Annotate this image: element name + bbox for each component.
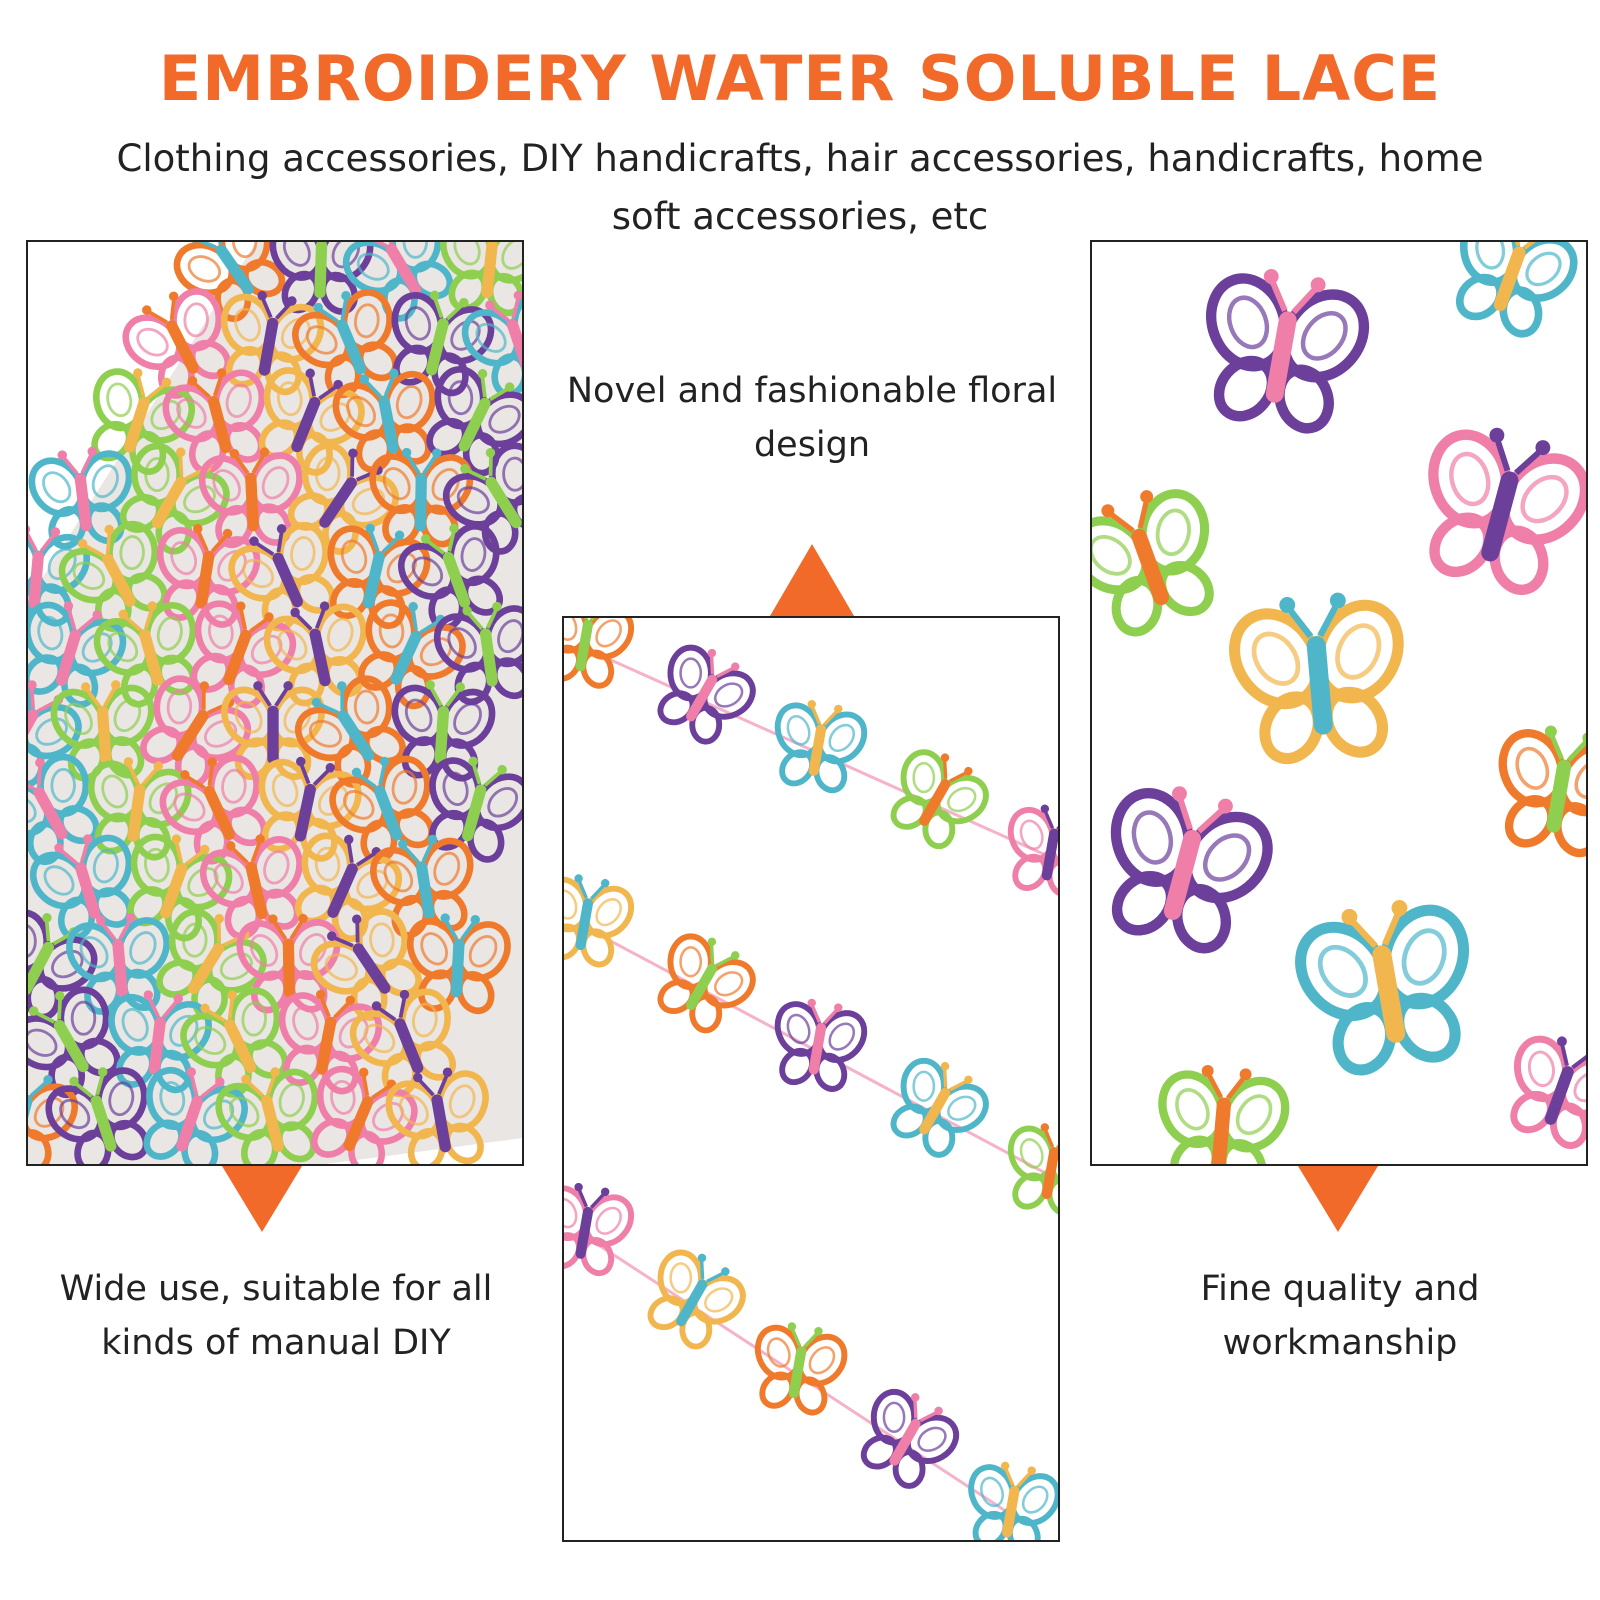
butterfly-icon	[287, 442, 399, 555]
butterfly-icon	[657, 933, 756, 1034]
lace-strips-illustration	[564, 618, 1058, 1540]
butterfly-icon	[310, 908, 422, 1021]
feature-caption-quality: Fine quality and workmanship	[1200, 1269, 1480, 1363]
butterfly-icon	[332, 368, 436, 474]
arrow-up-icon	[770, 544, 854, 616]
butterfly-icon	[58, 520, 168, 633]
butterfly-icon	[890, 1057, 989, 1158]
butterfly-icon	[442, 442, 522, 555]
arrow-down-icon	[222, 1166, 302, 1232]
butterfly-icon	[327, 523, 431, 629]
butterfly-icon	[311, 1065, 418, 1164]
lace-strips-photo	[562, 616, 1060, 1542]
butterfly-icon	[370, 834, 474, 939]
butterfly-icon	[391, 680, 496, 782]
lace-closeup-photo	[1090, 240, 1588, 1166]
arrow-down-icon	[1298, 1166, 1378, 1232]
butterfly-icon	[564, 1182, 635, 1277]
butterfly-icon	[122, 288, 232, 399]
butterfly-icon	[28, 1068, 78, 1164]
lace-roll-illustration	[28, 242, 522, 1164]
butterfly-icon	[1498, 725, 1586, 858]
feature-caption-use: Wide use, suitable for all kinds of manu…	[59, 1269, 493, 1363]
butterfly-icon	[28, 986, 121, 1099]
butterfly-icon	[1228, 592, 1404, 765]
butterfly-icon	[342, 242, 454, 322]
butterfly-icon	[968, 1461, 1058, 1540]
page-subtitle: Clothing accessories, DIY handicrafts, h…	[116, 137, 1484, 238]
butterfly-icon	[45, 1067, 150, 1164]
butterfly-icon	[93, 601, 197, 708]
butterfly-icon	[28, 524, 91, 627]
butterfly-icon	[1428, 427, 1586, 595]
butterfly-icon	[1110, 786, 1273, 954]
butterfly-icon	[647, 1249, 746, 1350]
butterfly-icon	[398, 523, 504, 631]
butterfly-icon	[426, 366, 522, 477]
butterfly-icon	[774, 998, 868, 1092]
butterfly-icon	[385, 1067, 489, 1164]
lace-roll-photo	[26, 240, 524, 1166]
butterfly-icon	[28, 753, 100, 866]
butterfly-icon	[1205, 268, 1370, 434]
butterfly-icon	[228, 521, 336, 632]
butterfly-icon	[1007, 1123, 1058, 1217]
butterfly-icon	[1007, 804, 1058, 898]
butterfly-icon	[774, 699, 868, 794]
butterfly-icon	[1510, 1035, 1586, 1149]
butterfly-icon	[258, 367, 365, 476]
butterfly-icon	[1455, 242, 1578, 338]
butterfly-icon	[294, 675, 406, 788]
butterfly-icon	[657, 644, 756, 745]
butterfly-icon	[860, 1388, 960, 1489]
butterfly-icon	[406, 913, 511, 1015]
butterfly-icon	[433, 601, 522, 706]
butterfly-icon	[1295, 900, 1470, 1076]
butterfly-icon	[890, 749, 989, 850]
feature-caption-design: Novel and fashionable floral design	[566, 371, 1058, 465]
butterfly-icon	[754, 1322, 848, 1416]
butterfly-icon	[66, 912, 170, 1015]
butterfly-icon	[215, 1067, 319, 1164]
butterfly-icon	[369, 447, 474, 548]
page-title: EMBROIDERY WATER SOLUBLE LACE	[158, 42, 1442, 115]
butterfly-icon	[564, 874, 635, 968]
butterfly-icon	[28, 446, 133, 550]
butterfly-icon	[564, 618, 635, 689]
butterfly-icon	[1158, 1065, 1290, 1164]
butterfly-icon	[1092, 489, 1214, 637]
butterfly-icon	[292, 289, 399, 399]
butterfly-icon	[263, 601, 367, 707]
lace-closeup-illustration	[1092, 242, 1586, 1164]
